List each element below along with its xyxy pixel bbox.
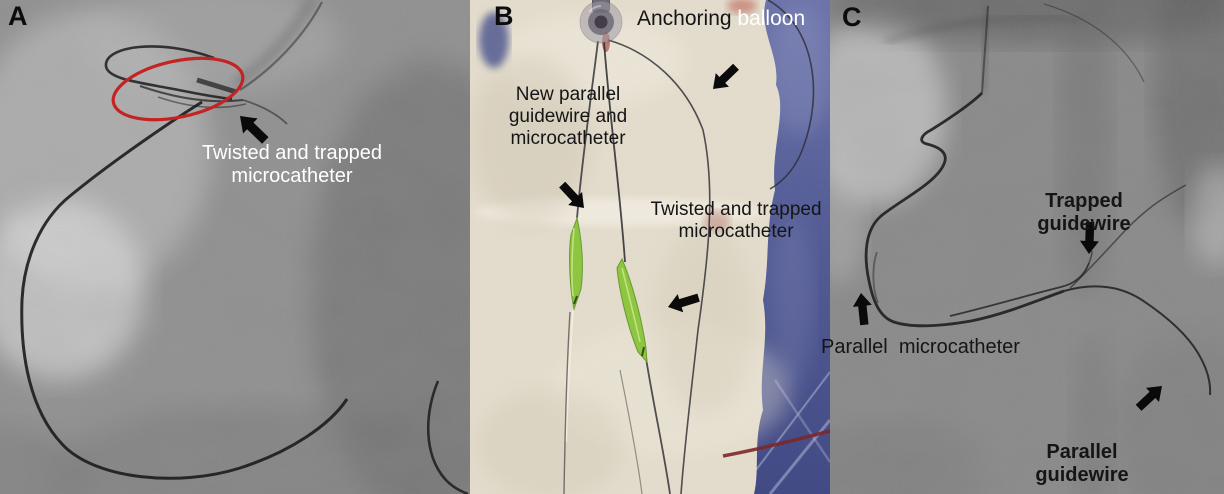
panel-c-caption-parallel-microcatheter: Parallel microcatheter [821,336,1020,358]
panel-b-caption-twisted: Twisted and trapped microcatheter [650,199,822,242]
guidewire-loop [20,100,349,480]
branch-wire [1069,184,1187,289]
wire-tail [242,99,288,125]
parallel-microcatheter-wire [864,92,1065,328]
panel-b-arrows [559,63,739,313]
panel-c: C Trapped guidewire Parallel microcathet… [821,0,1224,494]
loop-echo [872,251,879,304]
panel-a-artwork [0,0,470,494]
panel-c-wires [864,3,1212,396]
trapped-guidewire-tip [1088,250,1093,264]
panel-b-caption-new-parallel: New parallel guidewire and microcatheter [508,84,628,149]
panel-c-caption-parallel-guidewire: Parallel guidewire [1035,441,1129,486]
panel-a-label: A [8,1,28,31]
arrow-left-icon [668,293,700,313]
arrow-down-right-icon [559,181,584,208]
catheter-shadow [232,0,316,88]
arrow-up-right-icon [1135,386,1162,411]
right-wire [426,380,469,494]
top-arc-wire [1043,3,1145,83]
panel-a: A Twisted and trapped microcatheter [0,0,470,494]
panel-c-artwork [830,0,1224,494]
panel-b-label: B [494,1,514,31]
parallel-guidewire-wire [1063,285,1212,396]
arrow-up-left-icon [240,116,269,144]
trapped-guidewire-wire [949,262,1090,317]
twisted-strand-2 [157,96,247,109]
panel-c-caption-trapped: Trapped guidewire [1037,190,1131,235]
catheter-entry [981,5,989,94]
highlight-ellipse [111,56,245,122]
panel-b: B Anchoring balloon New parallel guidewi… [470,0,830,494]
panel-c-label: C [842,2,862,32]
panel-a-wires [20,45,469,494]
hairpin-wire [104,45,233,101]
arrow-down-icon [1079,221,1099,254]
panel-b-artwork [470,0,830,494]
arrow-down-left-icon [713,63,739,89]
caption-anchoring-dark: Anchoring [637,7,732,30]
panel-b-caption-anchoring: Anchoring balloon [637,7,805,31]
twisted-strand-1 [139,85,244,103]
catheter-edge [239,1,323,91]
caption-anchoring-light: balloon [737,7,806,30]
panel-a-annotation: Twisted and trapped microcatheter [201,142,383,187]
twist-knot [196,77,237,95]
arrow-up-icon [852,293,872,326]
panel-c-arrows [852,221,1162,411]
